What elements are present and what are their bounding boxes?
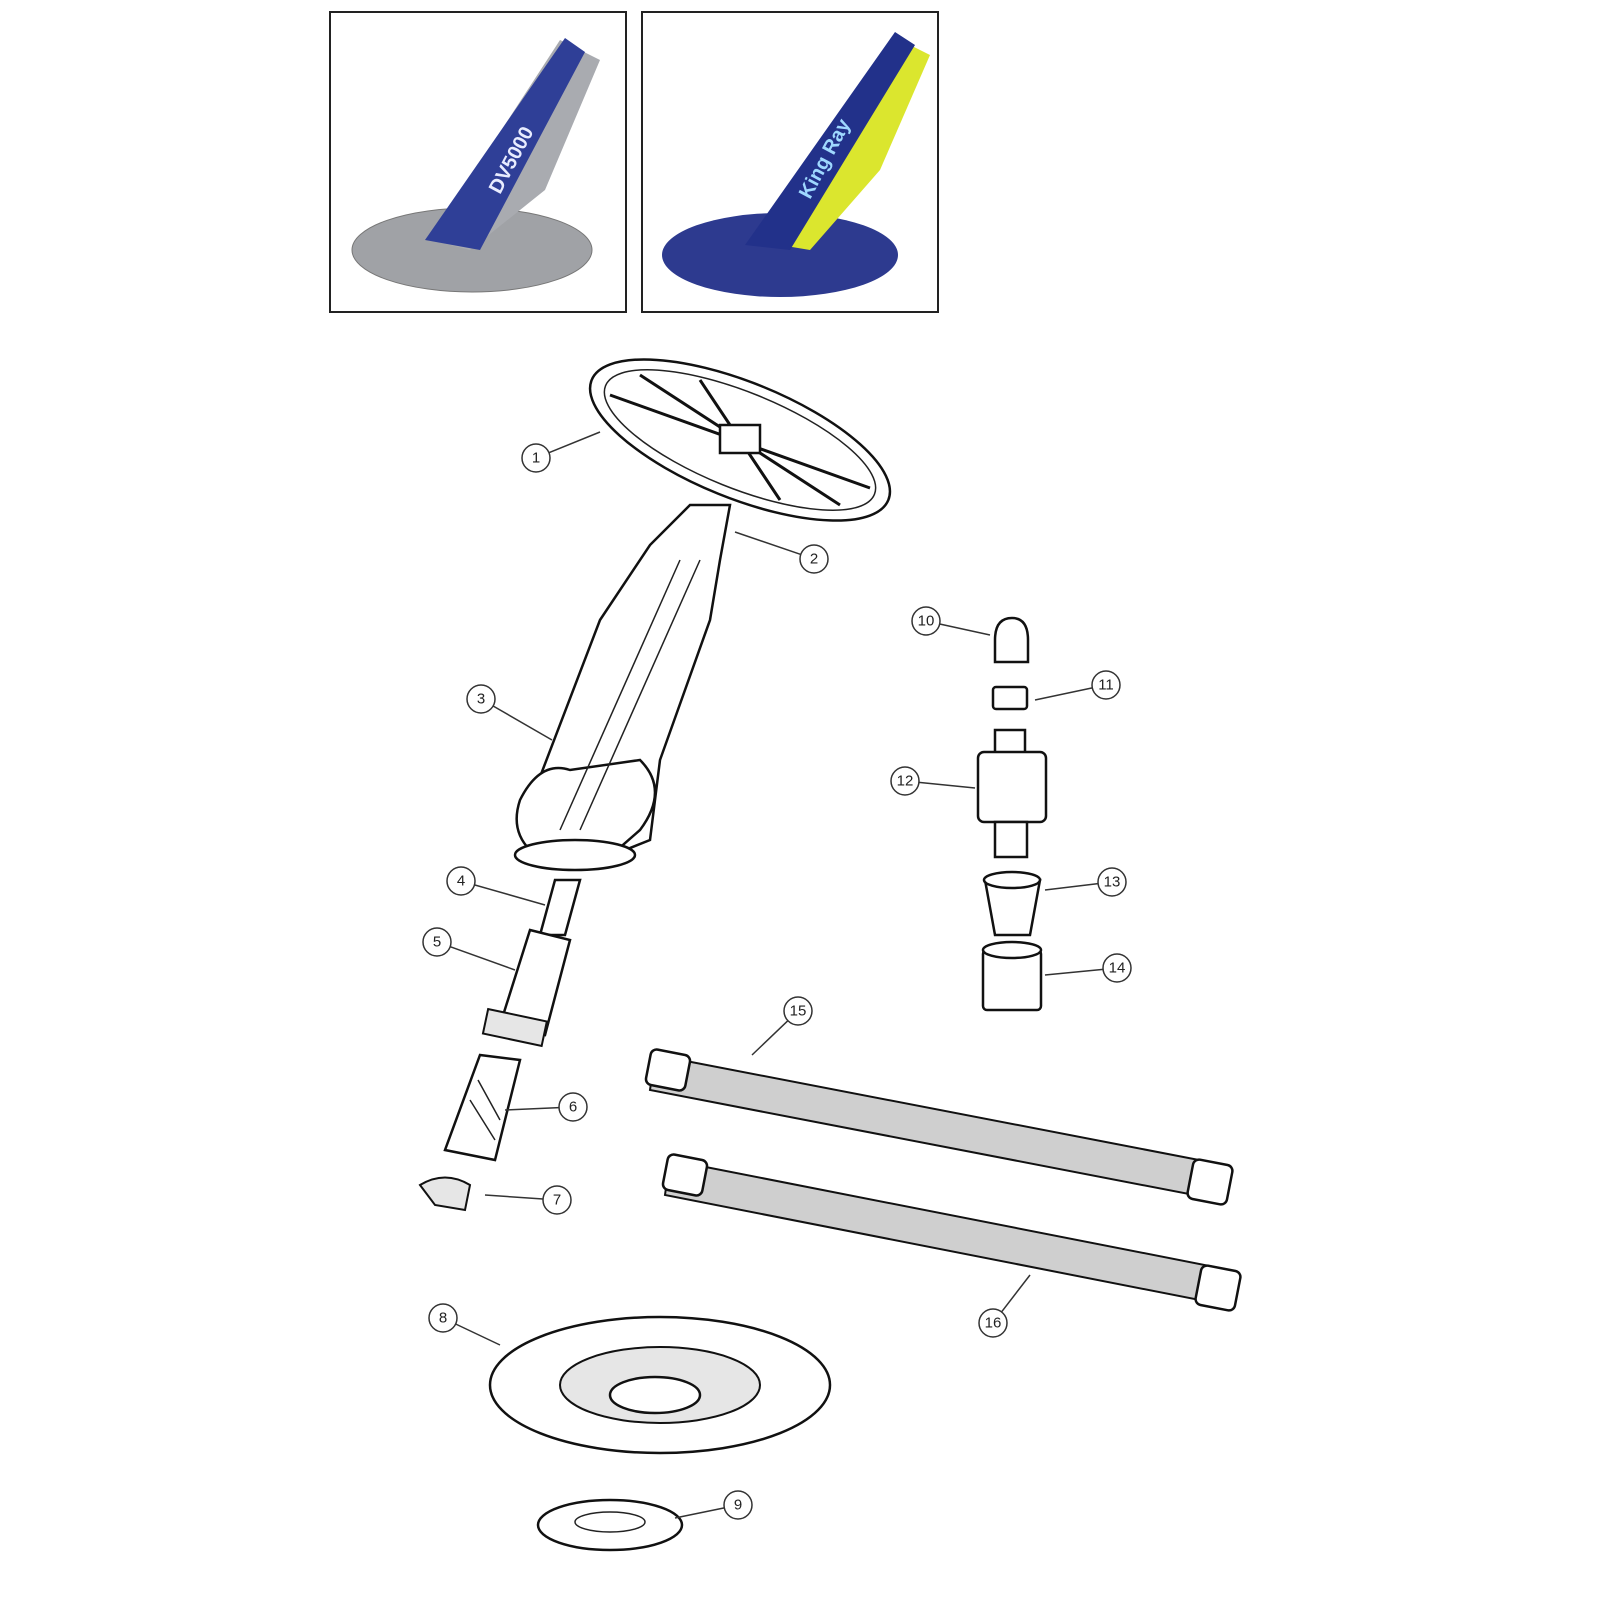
callout-15: 15 xyxy=(751,996,813,1056)
diaphragm-part xyxy=(418,1053,522,1212)
leader-line xyxy=(504,1106,560,1111)
leader-line xyxy=(548,431,601,454)
callout-number: 15 xyxy=(790,1003,807,1020)
callout-number: 6 xyxy=(569,1099,577,1116)
callout-number: 7 xyxy=(553,1192,561,1209)
leader-line xyxy=(751,1020,789,1056)
hose-15 xyxy=(644,1048,1234,1206)
callout-circle xyxy=(1102,953,1132,983)
callout-circle xyxy=(783,996,813,1026)
callout-number: 16 xyxy=(985,1315,1002,1332)
callout-circle xyxy=(890,766,920,796)
callout-8: 8 xyxy=(428,1303,501,1346)
callout-circle xyxy=(446,866,476,896)
callout-circle xyxy=(1091,670,1121,700)
leader-line xyxy=(734,531,801,556)
callout-4: 4 xyxy=(446,866,546,906)
callout-number: 11 xyxy=(1098,677,1114,694)
product-photo-king-ray: King Ray xyxy=(641,11,939,313)
leader-line xyxy=(492,705,553,741)
leader-line xyxy=(1044,968,1104,976)
callout-circle xyxy=(558,1092,588,1122)
skirt-part xyxy=(488,1315,832,1455)
callout-number: 12 xyxy=(897,773,914,790)
callout-9: 9 xyxy=(674,1490,753,1520)
ring-part xyxy=(536,1498,684,1552)
callout-13: 13 xyxy=(1044,867,1127,897)
callout-7: 7 xyxy=(484,1185,572,1215)
callout-number: 10 xyxy=(918,613,935,630)
callout-number: 13 xyxy=(1104,874,1121,891)
callout-circle xyxy=(422,927,452,957)
callout-number: 4 xyxy=(457,873,465,890)
leader-line xyxy=(1000,1274,1031,1313)
body-part xyxy=(513,503,732,872)
hose-16 xyxy=(661,1153,1242,1312)
callout-number: 3 xyxy=(477,691,485,708)
callout-11: 11 xyxy=(1034,670,1121,701)
leader-line xyxy=(674,1507,725,1519)
fittings xyxy=(976,616,1048,1012)
callout-16: 16 xyxy=(978,1274,1031,1338)
callout-circle xyxy=(521,443,551,473)
callout-circle xyxy=(466,684,496,714)
leader-line xyxy=(449,946,516,971)
callout-circle xyxy=(978,1308,1008,1338)
disc-part xyxy=(588,358,892,522)
callout-number: 14 xyxy=(1109,960,1126,977)
callout-5: 5 xyxy=(422,927,516,971)
shaft-part xyxy=(481,878,582,1048)
callout-number: 5 xyxy=(433,934,441,951)
callout-2: 2 xyxy=(734,531,829,574)
callout-12: 12 xyxy=(890,766,976,796)
callout-number: 8 xyxy=(439,1310,447,1327)
callout-circle xyxy=(542,1185,572,1215)
leader-line xyxy=(939,623,991,636)
leader-line xyxy=(1044,882,1099,891)
callout-14: 14 xyxy=(1044,953,1132,983)
callout-number: 1 xyxy=(532,450,540,467)
callout-circle xyxy=(428,1303,458,1333)
callout-number: 9 xyxy=(734,1497,742,1514)
leader-line xyxy=(455,1323,501,1346)
callout-circle xyxy=(723,1490,753,1520)
callout-number: 2 xyxy=(810,551,818,568)
callout-1: 1 xyxy=(521,431,601,473)
callout-6: 6 xyxy=(504,1092,588,1122)
leader-line xyxy=(918,781,976,789)
callout-10: 10 xyxy=(911,606,991,636)
callout-circle xyxy=(911,606,941,636)
leader-line xyxy=(1034,687,1093,701)
callout-3: 3 xyxy=(466,684,553,741)
leader-line xyxy=(484,1194,544,1200)
callout-circle xyxy=(799,544,829,574)
product-photo-dv5000: DV5000 xyxy=(329,11,627,313)
leader-line xyxy=(474,884,546,906)
callout-circle xyxy=(1097,867,1127,897)
